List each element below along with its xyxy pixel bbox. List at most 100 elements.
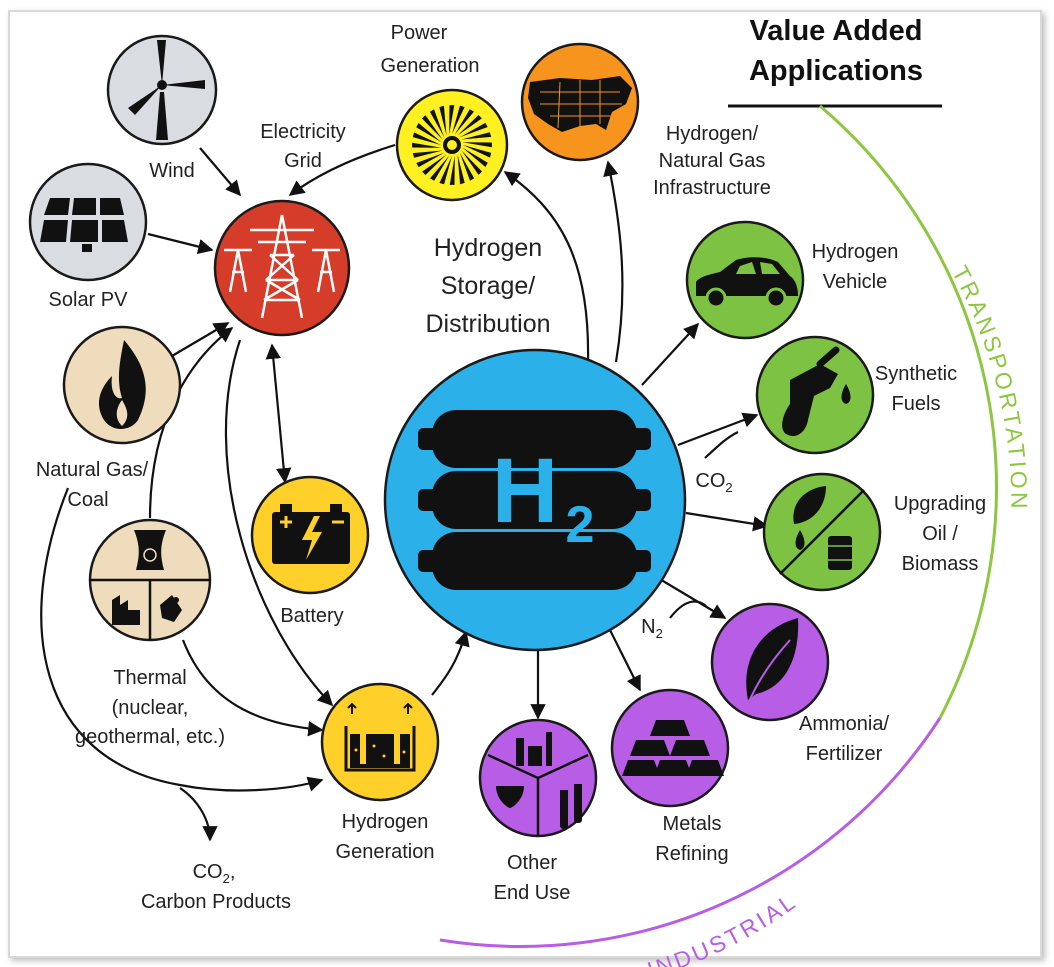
hydrogen-vehicle-node[interactable] (685, 220, 805, 340)
turbine-blade (459, 122, 488, 138)
turbine-blade (422, 115, 443, 140)
turbine-blade (457, 115, 482, 136)
turbine-blade (416, 152, 445, 168)
electricity-grid-node[interactable] (213, 199, 351, 337)
hydrogen-generation-node[interactable] (320, 682, 440, 802)
infrastructure-label-2: Natural Gas (659, 150, 766, 172)
turbine-blade (461, 150, 482, 175)
turbine-blade (454, 109, 474, 135)
power-generation-label-2: Generation (381, 55, 480, 77)
turbine-blade (412, 150, 443, 158)
thermal-to-hgen-arrow (181, 639, 324, 737)
wind-to-grid-arrow (199, 147, 241, 197)
other-end-use-node[interactable] (478, 718, 598, 838)
hydrogen-vehicle-label-2: Vehicle (823, 271, 888, 293)
infrastructure-label-3: Infrastructure (653, 177, 771, 199)
h2-tank-icon: H 2 (418, 410, 651, 590)
natural-gas-coal-label-2: Coal (67, 489, 108, 511)
solar-panel-icon (40, 198, 128, 252)
carbon-products-line2: Carbon Products (141, 891, 291, 913)
wind-turbine-icon (128, 40, 205, 140)
transportation-arc (819, 104, 998, 719)
connectors (40, 143, 769, 842)
thermal-label-2: (nuclear, (112, 697, 189, 719)
n2-annotation: N2 (641, 616, 663, 641)
turbine-blade (457, 154, 465, 185)
electricity-grid-label-1: Electricity (260, 121, 346, 143)
metal-ingots-icon (622, 720, 724, 776)
biomass-oil-icon (779, 486, 865, 575)
grid-to-hgen-arrow (224, 339, 334, 707)
biomass-label-3: Biomass (902, 553, 979, 575)
turbine-blade (452, 105, 465, 134)
hydrogen-infrastructure-node[interactable] (520, 42, 640, 162)
turbine-blade (462, 147, 488, 167)
fuel-nozzle-icon (782, 346, 851, 437)
hydrogen-generation-label-2: Generation (336, 841, 435, 863)
header-line2: Applications (749, 55, 923, 87)
natural-gas-coal-node[interactable] (62, 325, 182, 445)
grid-battery-arrow (265, 343, 292, 484)
turbine-blade (459, 152, 475, 181)
h2-to-ammonia-arrow (657, 577, 727, 619)
turbine-blade (463, 145, 492, 158)
h2-to-fuels-arrow (677, 412, 759, 447)
ammonia-fertilizer-node[interactable] (710, 602, 830, 722)
solar-to-grid-arrow (147, 232, 214, 255)
solar-pv-label: Solar PV (49, 289, 129, 311)
industrial-label: INDUSTRIAL (644, 887, 802, 967)
thermal-node[interactable] (88, 518, 212, 642)
hydrogen-generation-label-1: Hydrogen (342, 811, 429, 833)
hydrogen-vehicle-label-1: Hydrogen (812, 241, 899, 263)
center-title-line2: Storage/ (441, 272, 536, 300)
center-title-line1: Hydrogen (434, 234, 542, 262)
thermal-label-3: geothermal, etc.) (75, 726, 225, 748)
metals-refining-label-1: Metals (663, 813, 722, 835)
power-tower-icon (224, 214, 340, 319)
turbine-blade (449, 105, 455, 135)
battery-node[interactable] (250, 475, 370, 595)
carbon-products-line1: CO2, (193, 861, 236, 886)
power-generation-label-1: Power (391, 22, 448, 44)
infrastructure-label-1: Hydrogen/ (666, 123, 759, 145)
turbine-icon (412, 105, 492, 185)
synthetic-fuels-label-1: Synthetic (875, 363, 957, 385)
lab-equipment-icon (487, 732, 589, 836)
turbine-blade (412, 132, 441, 145)
turbine-blade (461, 132, 492, 140)
biomass-label-1: Upgrading (894, 493, 986, 515)
industrial-arc (439, 717, 942, 948)
turbine-blade (439, 105, 447, 136)
header-line1: Value Added (750, 15, 923, 47)
turbine-blade (439, 156, 452, 185)
power-generation-node[interactable] (395, 88, 509, 202)
solar-pv-node[interactable] (28, 162, 148, 282)
upgrading-oil-biomass-node[interactable] (762, 472, 882, 592)
metals-refining-label-2: Refining (655, 843, 728, 865)
h2-to-biomass-arrow (685, 511, 769, 532)
n2-input-line (669, 600, 707, 619)
center-title-line3: Distribution (425, 310, 550, 338)
synthetic-fuels-label-2: Fuels (892, 393, 941, 415)
car-icon (696, 257, 798, 309)
usa-map-icon (528, 76, 632, 132)
figure-frame (8, 10, 1042, 958)
wind-node[interactable] (106, 34, 218, 146)
hgen-to-h2-arrow (431, 630, 470, 696)
turbine-blade (462, 142, 492, 148)
h2-to-vehicle-arrow (641, 322, 700, 386)
co2-input-line (704, 431, 739, 459)
h2-storage-node[interactable]: H 2 (383, 348, 687, 652)
flame-icon (98, 340, 146, 429)
gas-to-hgen-arrow (40, 487, 324, 792)
synthetic-fuels-node[interactable] (755, 335, 875, 455)
metals-refining-node[interactable] (610, 688, 730, 808)
biomass-label-2: Oil / (922, 523, 958, 545)
turbine-blade (429, 109, 445, 138)
turbine-blade (416, 123, 442, 143)
electricity-grid-label-2: Grid (284, 150, 322, 172)
h2-to-metals-arrow (609, 629, 641, 692)
ammonia-fertilizer-label-1: Ammonia/ (799, 713, 889, 735)
